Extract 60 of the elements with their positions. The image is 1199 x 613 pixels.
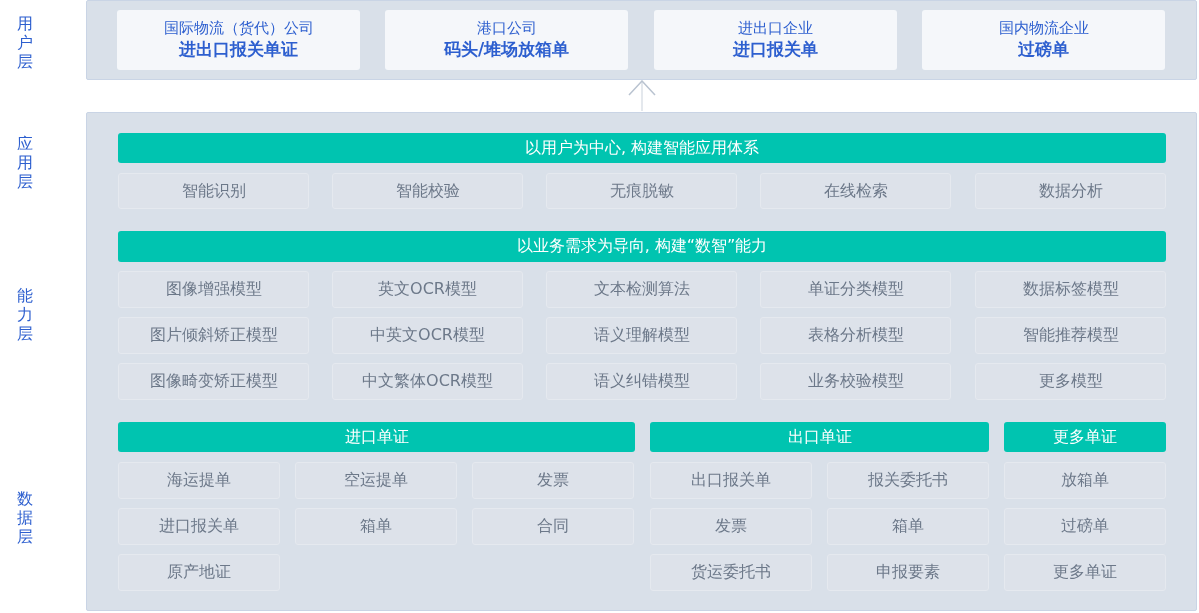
item-box: 货运委托书 <box>650 554 812 591</box>
layer-label: 数据层 <box>16 489 34 546</box>
item-box: 单证分类模型 <box>760 271 951 308</box>
company-name: 国际物流（货代）公司 <box>163 19 314 38</box>
section-header-bar: 以业务需求为导向, 构建“数智”能力 <box>118 231 1166 262</box>
item-box: 更多单证 <box>1004 554 1166 591</box>
item-box: 过磅单 <box>1004 508 1166 545</box>
section-header-bar: 进口单证 <box>118 422 635 452</box>
section-header-bar: 更多单证 <box>1004 422 1166 452</box>
layer-label: 用户层 <box>16 14 34 71</box>
item-box: 放箱单 <box>1004 462 1166 499</box>
item-box: 箱单 <box>295 508 457 545</box>
section-header-bar: 以用户为中心, 构建智能应用体系 <box>118 133 1166 163</box>
item-box: 图片倾斜矫正模型 <box>118 317 309 354</box>
item-box: 箱单 <box>827 508 989 545</box>
item-box: 中英文OCR模型 <box>332 317 523 354</box>
item-box: 发票 <box>650 508 812 545</box>
item-box: 智能识别 <box>118 173 309 209</box>
item-box: 在线检索 <box>760 173 951 209</box>
item-box: 原产地证 <box>118 554 280 591</box>
document-name: 过磅单 <box>1018 38 1069 61</box>
layer-panel <box>86 112 1197 611</box>
item-box: 中文繁体OCR模型 <box>332 363 523 400</box>
item-box: 进口报关单 <box>118 508 280 545</box>
item-box: 海运提单 <box>118 462 280 499</box>
user-card <box>117 10 360 70</box>
item-box: 英文OCR模型 <box>332 271 523 308</box>
item-box: 报关委托书 <box>827 462 989 499</box>
item-box: 表格分析模型 <box>760 317 951 354</box>
item-box: 发票 <box>472 462 634 499</box>
section-header-bar: 出口单证 <box>650 422 989 452</box>
item-box: 出口报关单 <box>650 462 812 499</box>
item-box: 文本检测算法 <box>546 271 737 308</box>
item-box: 图像增强模型 <box>118 271 309 308</box>
item-box: 更多模型 <box>975 363 1166 400</box>
item-box: 合同 <box>472 508 634 545</box>
item-box: 图像畸变矫正模型 <box>118 363 309 400</box>
arrow <box>628 80 656 112</box>
user-card <box>922 10 1165 70</box>
layer-label: 能力层 <box>16 286 34 343</box>
company-name: 进出口企业 <box>738 19 813 38</box>
item-box: 语义纠错模型 <box>546 363 737 400</box>
company-name: 港口公司 <box>476 19 537 38</box>
item-box: 无痕脱敏 <box>546 173 737 209</box>
item-box: 智能校验 <box>332 173 523 209</box>
item-box: 语义理解模型 <box>546 317 737 354</box>
document-name: 进出口报关单证 <box>179 38 298 61</box>
item-box: 数据分析 <box>975 173 1166 209</box>
item-box: 申报要素 <box>827 554 989 591</box>
document-name: 进口报关单 <box>733 38 818 61</box>
user-card <box>385 10 628 70</box>
layer-label: 应用层 <box>16 134 34 191</box>
company-name: 国内物流企业 <box>998 19 1089 38</box>
item-box: 业务校验模型 <box>760 363 951 400</box>
item-box: 数据标签模型 <box>975 271 1166 308</box>
user-card <box>654 10 897 70</box>
layer-panel <box>86 0 1197 80</box>
item-box: 智能推荐模型 <box>975 317 1166 354</box>
item-box: 空运提单 <box>295 462 457 499</box>
document-name: 码头/堆场放箱单 <box>443 38 570 61</box>
